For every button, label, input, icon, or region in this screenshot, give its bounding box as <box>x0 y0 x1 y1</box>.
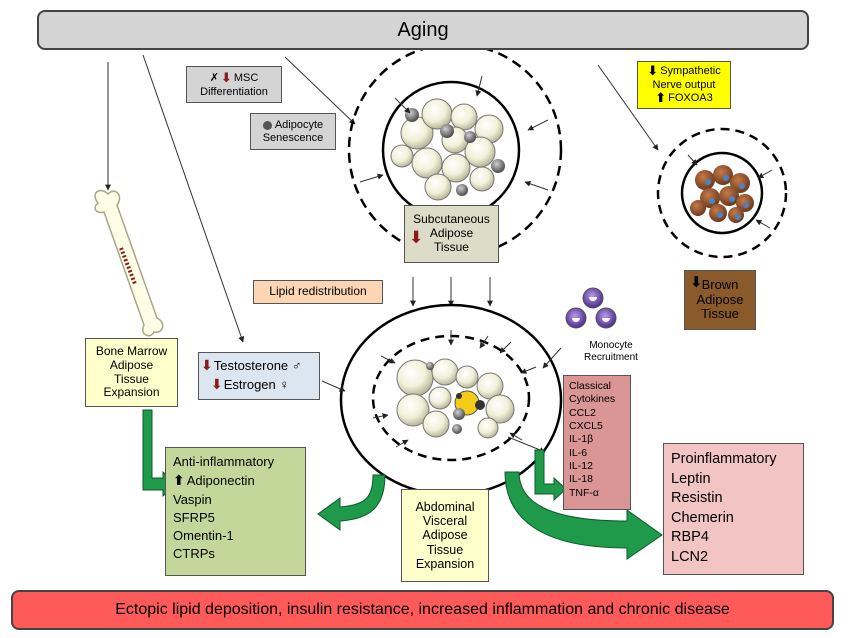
subcutaneous-tissue-graphic <box>347 42 563 258</box>
senescent-cell-icon <box>262 120 272 130</box>
down-arrow-icon: ⬇ <box>201 357 213 373</box>
pro-item: LCN2 <box>671 548 709 565</box>
down-arrow-icon: ⬇ <box>211 375 223 392</box>
anti-inflammatory-box: Anti-inflammatory ⬆ Adiponectin Vaspin S… <box>165 447 306 576</box>
anti-item: Vaspin <box>173 491 212 507</box>
cytokine-item: CCL2 <box>569 406 596 419</box>
aging-to-subq-arrow <box>284 56 356 125</box>
senescence-line2: Senescence <box>262 131 324 144</box>
aging-bar: Aging <box>37 10 809 50</box>
aging-to-hormones-arrow <box>142 54 245 343</box>
brown-line2: Adipose <box>696 291 744 307</box>
sympathetic-line1: Sympathetic <box>660 64 721 77</box>
cytokine-item: IL-1β <box>569 433 594 446</box>
bone-graphic <box>94 189 164 337</box>
down-arrow-icon: ⬇ <box>690 274 703 291</box>
bone-line3: Tissue <box>114 371 149 386</box>
subq-line2: Adipose <box>429 226 474 241</box>
abdominal-line1: Abdominal <box>415 499 475 514</box>
pro-title: Proinflammatory <box>671 451 777 467</box>
lipid-redistribution-box: Lipid redistribution <box>253 280 383 304</box>
lipid-label: Lipid redistribution <box>269 284 367 299</box>
anti-item: SFRP5 <box>173 509 215 525</box>
pro-item: RBP4 <box>671 529 709 546</box>
sympathetic-line2: Nerve output <box>652 78 716 91</box>
abdominal-line4: Tissue <box>426 542 464 557</box>
brown-line3: Tissue <box>701 306 739 322</box>
cytokine-item: Cytokines <box>569 393 616 406</box>
msc-differentiation-box: ✗ ⬇ MSC Differentiation <box>186 66 282 103</box>
green-arrows <box>142 409 663 560</box>
up-arrow-icon: ⬆ <box>655 90 667 106</box>
brown-line1: Brown <box>701 276 739 292</box>
anti-item: CTRPs <box>173 546 215 562</box>
monocyte-line2: Recruitment <box>584 351 638 363</box>
abdominal-line5: Expansion <box>415 557 475 572</box>
brown-tissue-graphic <box>656 127 788 259</box>
bone-line1: Bone Marrow <box>95 343 168 358</box>
monocytes-graphic <box>565 287 617 329</box>
abdominal-line3: Adipose <box>422 528 468 543</box>
outcome-label: Ectopic lipid deposition, insulin resist… <box>115 600 730 618</box>
cytokine-item: CXCL5 <box>569 419 603 432</box>
testosterone-label: Testosterone ♂ <box>213 357 302 373</box>
pro-item: Chemerin <box>671 509 734 526</box>
estrogen-label: Estrogen ♀ <box>223 376 290 392</box>
hormone-box: ⬇ Testosterone ♂ ⬇ Estrogen ♀ <box>198 352 320 400</box>
pro-item: Leptin <box>671 470 711 487</box>
monocyte-line1: Monocyte <box>589 340 633 351</box>
cytokine-item: IL-12 <box>569 459 593 472</box>
senescence-line1: Adipocyte <box>274 118 324 131</box>
subq-line1: Subcutaneous <box>413 212 490 227</box>
msc-label: MSC <box>233 71 259 84</box>
pro-item: Resistin <box>671 490 723 507</box>
down-arrow-icon: ⬇ <box>220 69 232 85</box>
cytokine-item: TNF-α <box>569 486 599 499</box>
anti-item: Omentin-1 <box>173 528 234 544</box>
adiponectin-label: Adiponectin <box>186 472 255 488</box>
abdominal-visceral-box: Abdominal Visceral Adipose Tissue Expans… <box>401 489 489 582</box>
up-arrow-icon: ⬆ <box>173 472 185 489</box>
cytokine-item: Classical <box>569 380 612 392</box>
brown-tissue-box: Brown Adipose Tissue ⬇ <box>684 270 756 330</box>
anti-title: Anti-inflammatory <box>173 454 275 469</box>
cytokine-item: IL-6 <box>569 446 588 459</box>
monocyte-recruitment-label: Monocyte Recruitment <box>576 340 646 363</box>
proinflammatory-box: Proinflammatory Leptin Resistin Chemerin… <box>663 443 804 575</box>
cytokine-item: IL-18 <box>569 473 593 486</box>
bone-line4: Expansion <box>103 385 160 400</box>
abdominal-line2: Visceral <box>422 513 468 528</box>
sympathetic-line3: FOXOA3 <box>668 92 713 105</box>
bone-line2: Adipose <box>109 357 154 372</box>
adipocyte-senescence-box: Adipocyte Senescence <box>250 113 336 150</box>
bone-marrow-box: Bone Marrow Adipose Tissue Expansion <box>85 338 178 407</box>
aging-to-brown-arrow <box>597 64 659 151</box>
msc-label2: Differentiation <box>200 85 268 98</box>
sympathetic-nerve-box: ⬇ Sympathetic Nerve output ⬆ FOXOA3 <box>637 61 731 109</box>
down-arrow-icon: ⬇ <box>647 62 659 78</box>
msc-icon: ✗ <box>209 71 219 84</box>
subcutaneous-tissue-box: Subcutaneous Adipose Tissue ⬇ <box>404 205 499 263</box>
visceral-tissue-graphic <box>339 303 563 497</box>
down-arrow-icon: ⬇ <box>409 228 424 247</box>
aging-label: Aging <box>397 18 449 41</box>
classical-cytokines-box: Classical Cytokines CCL2 CXCL5 IL-1β IL-… <box>563 375 631 510</box>
outcome-bar: Ectopic lipid deposition, insulin resist… <box>11 590 834 630</box>
subq-line3: Tissue <box>434 239 469 254</box>
